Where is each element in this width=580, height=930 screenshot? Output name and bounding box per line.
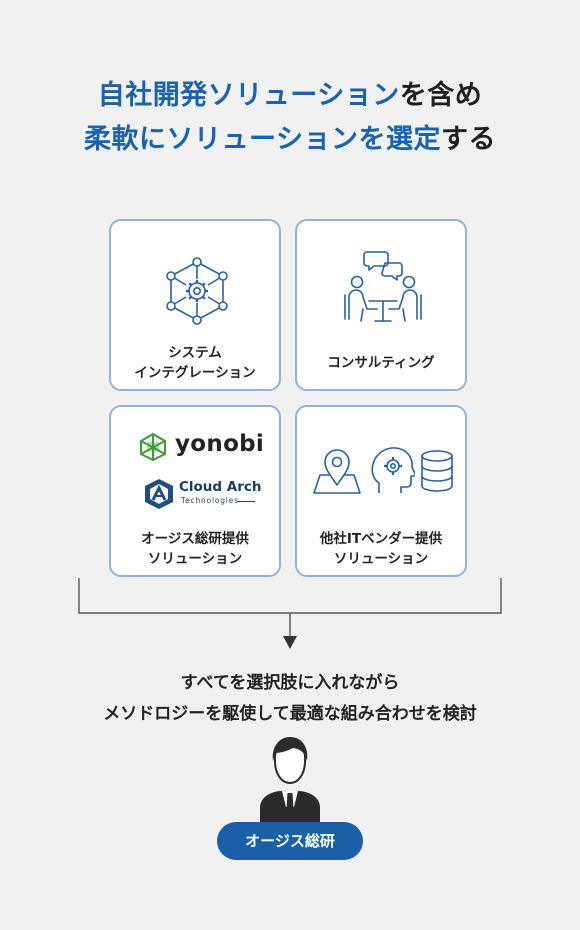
cloud-arch-underline	[237, 501, 255, 502]
card-vendor-solutions: 他社ITベンダー提供 ソリューション	[295, 405, 467, 577]
map-pin-icon	[313, 449, 361, 494]
card-label: オージス総研提供 ソリューション	[141, 531, 249, 567]
bracket-arrow	[78, 578, 502, 649]
card-label: 他社ITベンダー提供 ソリューション	[319, 531, 443, 567]
card-system-integration: システム インテグレーション	[109, 219, 281, 391]
summary-text: すべてを選択肢に入れながら メソドロジーを駆使して最適な組み合わせを検討	[103, 673, 477, 724]
yonobi-logo-mark	[140, 432, 166, 462]
cloud-arch-logo-text: Cloud Arch	[179, 479, 262, 495]
card-own-solutions: yonobi Cloud Arch Technologies オージス総研提供 …	[109, 405, 281, 577]
card-label: システム インテグレーション	[134, 345, 256, 381]
ogis-badge: オージス総研	[217, 822, 363, 860]
cloud-arch-logo-mark	[145, 479, 173, 509]
card-consulting: コンサルティング	[295, 219, 467, 391]
gear-network-icon	[166, 257, 228, 325]
cloud-arch-logo-subtext: Technologies	[181, 496, 239, 505]
ai-head-icon	[371, 447, 415, 493]
card-label: コンサルティング	[327, 355, 435, 371]
yonobi-logo-text: yonobi	[175, 431, 265, 457]
database-icon	[421, 450, 453, 492]
page-title: 自社開発ソリューションを含め 柔軟にソリューションを選定する	[0, 74, 580, 162]
title-line-1: 自社開発ソリューションを含め	[97, 80, 483, 111]
title-line-2: 柔軟にソリューションを選定する	[84, 124, 496, 155]
businessman-icon	[260, 737, 320, 829]
meeting-icon	[344, 251, 422, 322]
